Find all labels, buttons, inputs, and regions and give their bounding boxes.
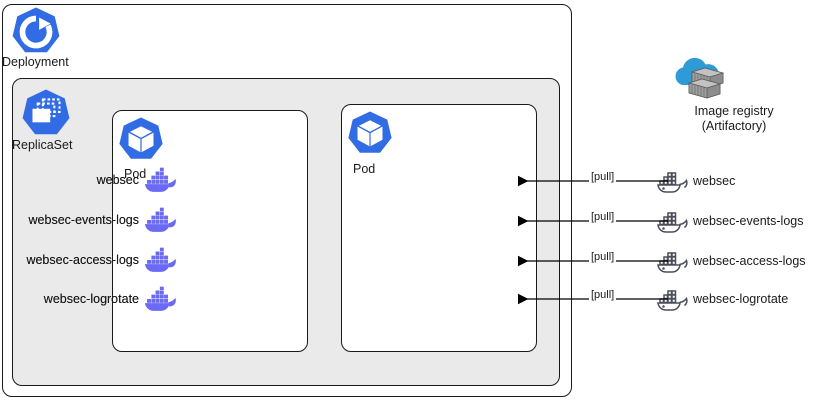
container-label: websec-events-logs	[28, 213, 139, 227]
cloud-registry-icon	[675, 57, 725, 99]
docker-whale-icon	[145, 167, 176, 192]
replicaset-label: ReplicaSet	[12, 138, 73, 152]
docker-whale-icon	[145, 286, 176, 311]
registry-image-row-2[interactable]: websec-events-logs	[657, 207, 803, 235]
container-label: websec-logrotate	[43, 292, 139, 306]
container-label: websec-access-logs	[26, 253, 139, 267]
pod-2-container-row-4[interactable]: websec-logrotate	[0, 284, 178, 314]
registry-image-row-4[interactable]: websec-logrotate	[657, 285, 788, 313]
deployment-label: Deployment	[2, 55, 69, 69]
docker-whale-icon	[145, 247, 176, 272]
container-label: websec	[96, 173, 139, 187]
pull-label-4: [pull]	[589, 289, 617, 301]
registry-title-line-2: (Artifactory)	[701, 119, 767, 133]
registry-title-line-1: Image registry	[694, 104, 774, 118]
pod-2-container-row-1[interactable]: websec	[0, 165, 178, 195]
docker-whale-outline-icon	[657, 212, 688, 233]
pod-2-container-row-3[interactable]: websec-access-logs	[0, 245, 178, 275]
registry-image-row-3[interactable]: websec-access-logs	[657, 247, 806, 275]
pull-label-3: [pull]	[589, 251, 617, 263]
registry-image-label: websec-access-logs	[693, 254, 806, 268]
registry-image-label: websec-events-logs	[693, 214, 804, 228]
pod-label-1: Pod	[124, 167, 147, 181]
registry-image-row-1[interactable]: websec	[657, 167, 735, 195]
registry-image-label: websec-logrotate	[693, 292, 789, 306]
docker-whale-icon	[145, 207, 176, 232]
container-label: websec	[96, 173, 139, 187]
k8s-replicaset-icon	[22, 89, 70, 135]
registry-title: Image registry (Artifactory)	[641, 104, 822, 134]
pod-label-2: Pod	[353, 162, 376, 176]
container-label: websec-events-logs	[28, 213, 139, 227]
pod-2-container-row-2[interactable]: websec-events-logs	[0, 205, 178, 235]
pull-label-2: [pull]	[589, 211, 617, 223]
container-label: websec-access-logs	[26, 253, 139, 267]
registry-image-label: websec	[693, 174, 736, 188]
k8s-pod-icon-1	[119, 117, 163, 159]
pull-label-1: [pull]	[589, 171, 617, 183]
container-label: websec-logrotate	[43, 292, 139, 306]
k8s-pod-icon-2	[348, 111, 392, 153]
k8s-deployment-icon	[12, 7, 60, 53]
